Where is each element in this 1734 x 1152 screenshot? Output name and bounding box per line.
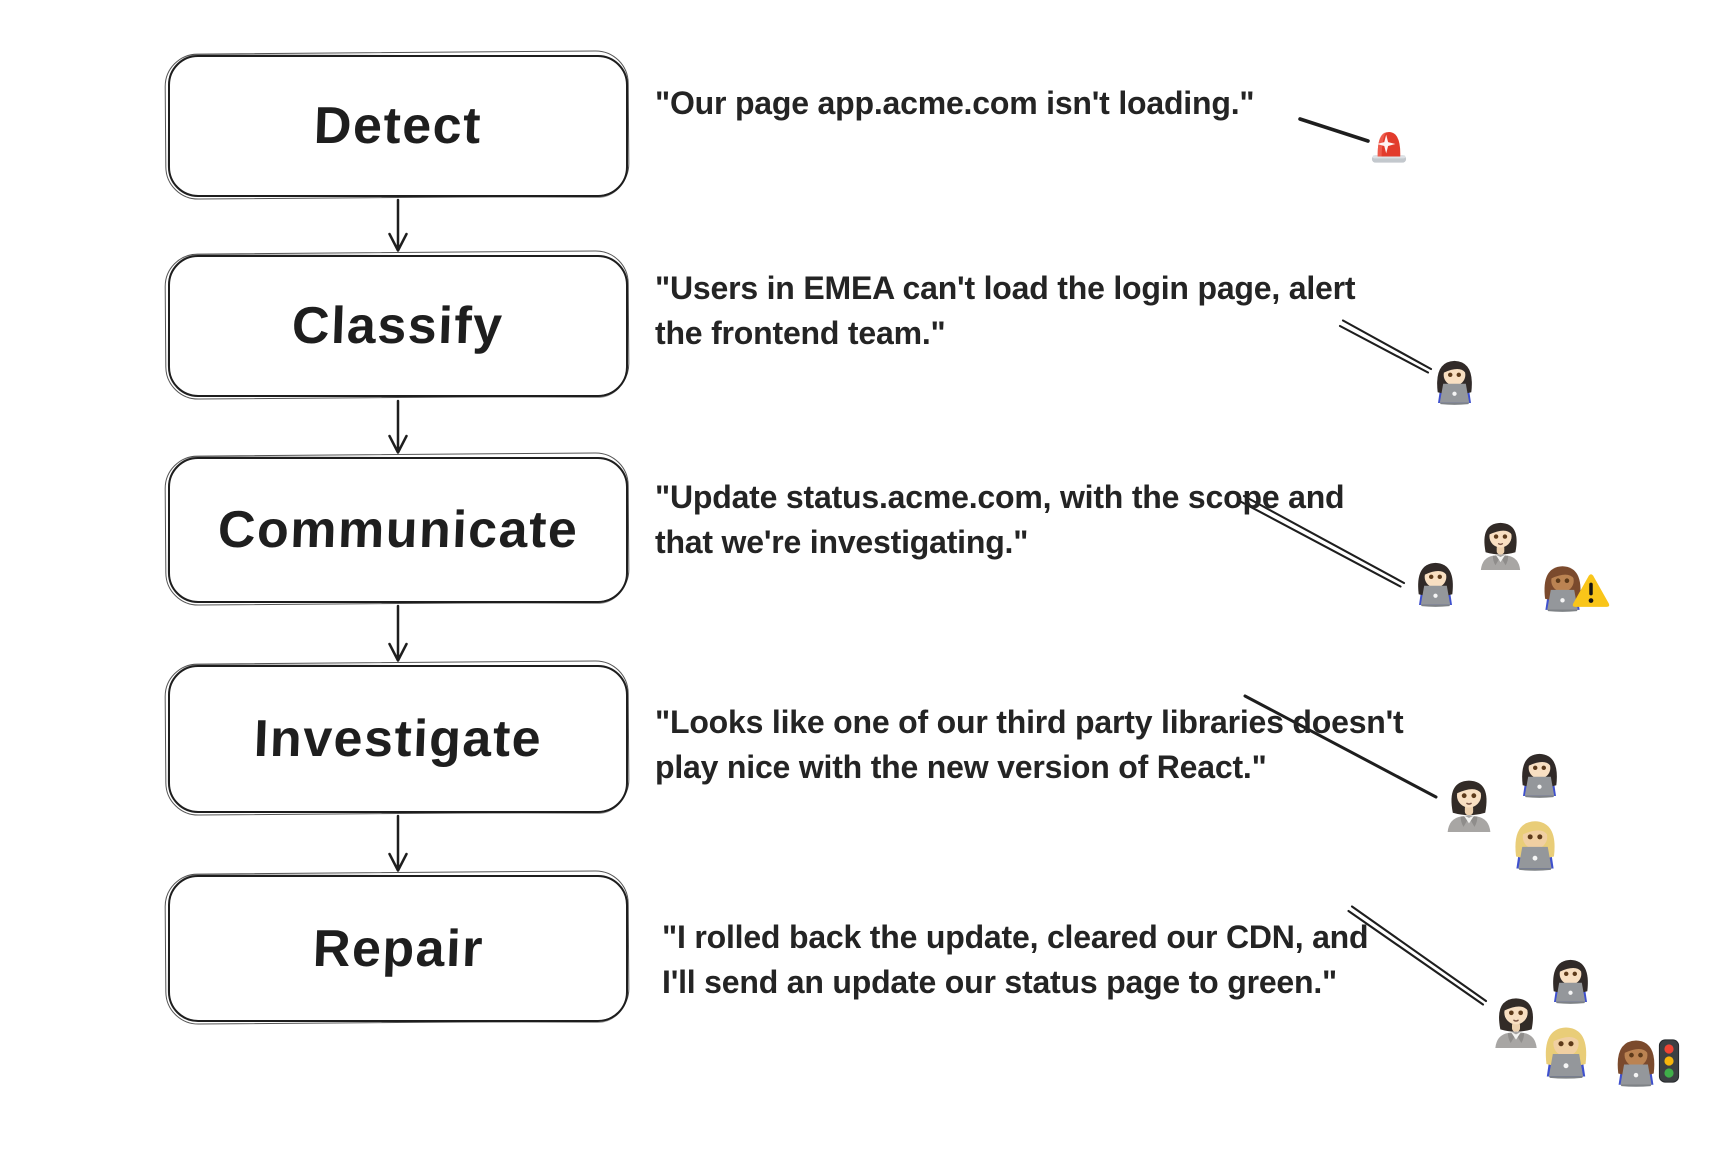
flow-box-detect: Detect <box>168 55 628 197</box>
flow-arrow-communicate-investigate <box>388 604 408 662</box>
flow-box-communicate: Communicate <box>168 457 628 603</box>
quote-line: that we're investigating." <box>655 524 1029 560</box>
quote-line: play nice with the new version of React.… <box>655 749 1267 785</box>
quote-line: "Looks like one of our third party libra… <box>655 704 1404 740</box>
flow-box-label-classify: Classify <box>291 297 505 355</box>
woman-technologist-icon <box>1427 351 1482 406</box>
flow-arrow-detect-classify <box>388 198 408 252</box>
woman-technologist-blonde-icon <box>1534 1016 1598 1080</box>
traffic-light-icon <box>1646 1038 1692 1084</box>
woman-technologist-icon <box>1408 553 1463 608</box>
quote-line: I'll send an update our status page to g… <box>662 964 1338 1000</box>
quote-repair: "I rolled back the update, cleared our C… <box>662 915 1369 1005</box>
quote-line: "Users in EMEA can't load the login page… <box>655 270 1356 306</box>
quote-classify: "Users in EMEA can't load the login page… <box>655 266 1356 356</box>
quote-line: the frontend team." <box>655 315 946 351</box>
flow-box-label-investigate: Investigate <box>252 710 544 768</box>
person-icon <box>1472 513 1529 570</box>
quote-communicate: "Update status.acme.com, with the scope … <box>655 475 1345 565</box>
police-car-light-icon <box>1366 120 1412 166</box>
quote-line: "Our page app.acme.com isn't loading." <box>655 85 1255 121</box>
warning-icon <box>1570 570 1612 612</box>
quote-line: "Update status.acme.com, with the scope … <box>655 479 1345 515</box>
pointer-line-detect <box>1298 117 1370 143</box>
flow-arrow-investigate-repair <box>388 814 408 872</box>
woman-technologist-icon <box>1543 950 1598 1005</box>
quote-investigate: "Looks like one of our third party libra… <box>655 700 1404 790</box>
flow-box-classify: Classify <box>168 255 628 397</box>
person-icon <box>1438 770 1500 832</box>
woman-technologist-blonde-icon <box>1504 810 1566 872</box>
flow-box-investigate: Investigate <box>168 665 628 813</box>
pointer-line-repair <box>1347 905 1488 1006</box>
flow-box-label-repair: Repair <box>311 919 485 978</box>
quote-detect: "Our page app.acme.com isn't loading." <box>655 81 1255 126</box>
flow-box-repair: Repair <box>168 875 628 1022</box>
flow-box-label-detect: Detect <box>313 97 483 155</box>
woman-technologist-icon <box>1512 744 1567 799</box>
flow-arrow-classify-communicate <box>388 399 408 454</box>
quote-line: "I rolled back the update, cleared our C… <box>662 919 1369 955</box>
flow-box-label-communicate: Communicate <box>216 501 580 559</box>
